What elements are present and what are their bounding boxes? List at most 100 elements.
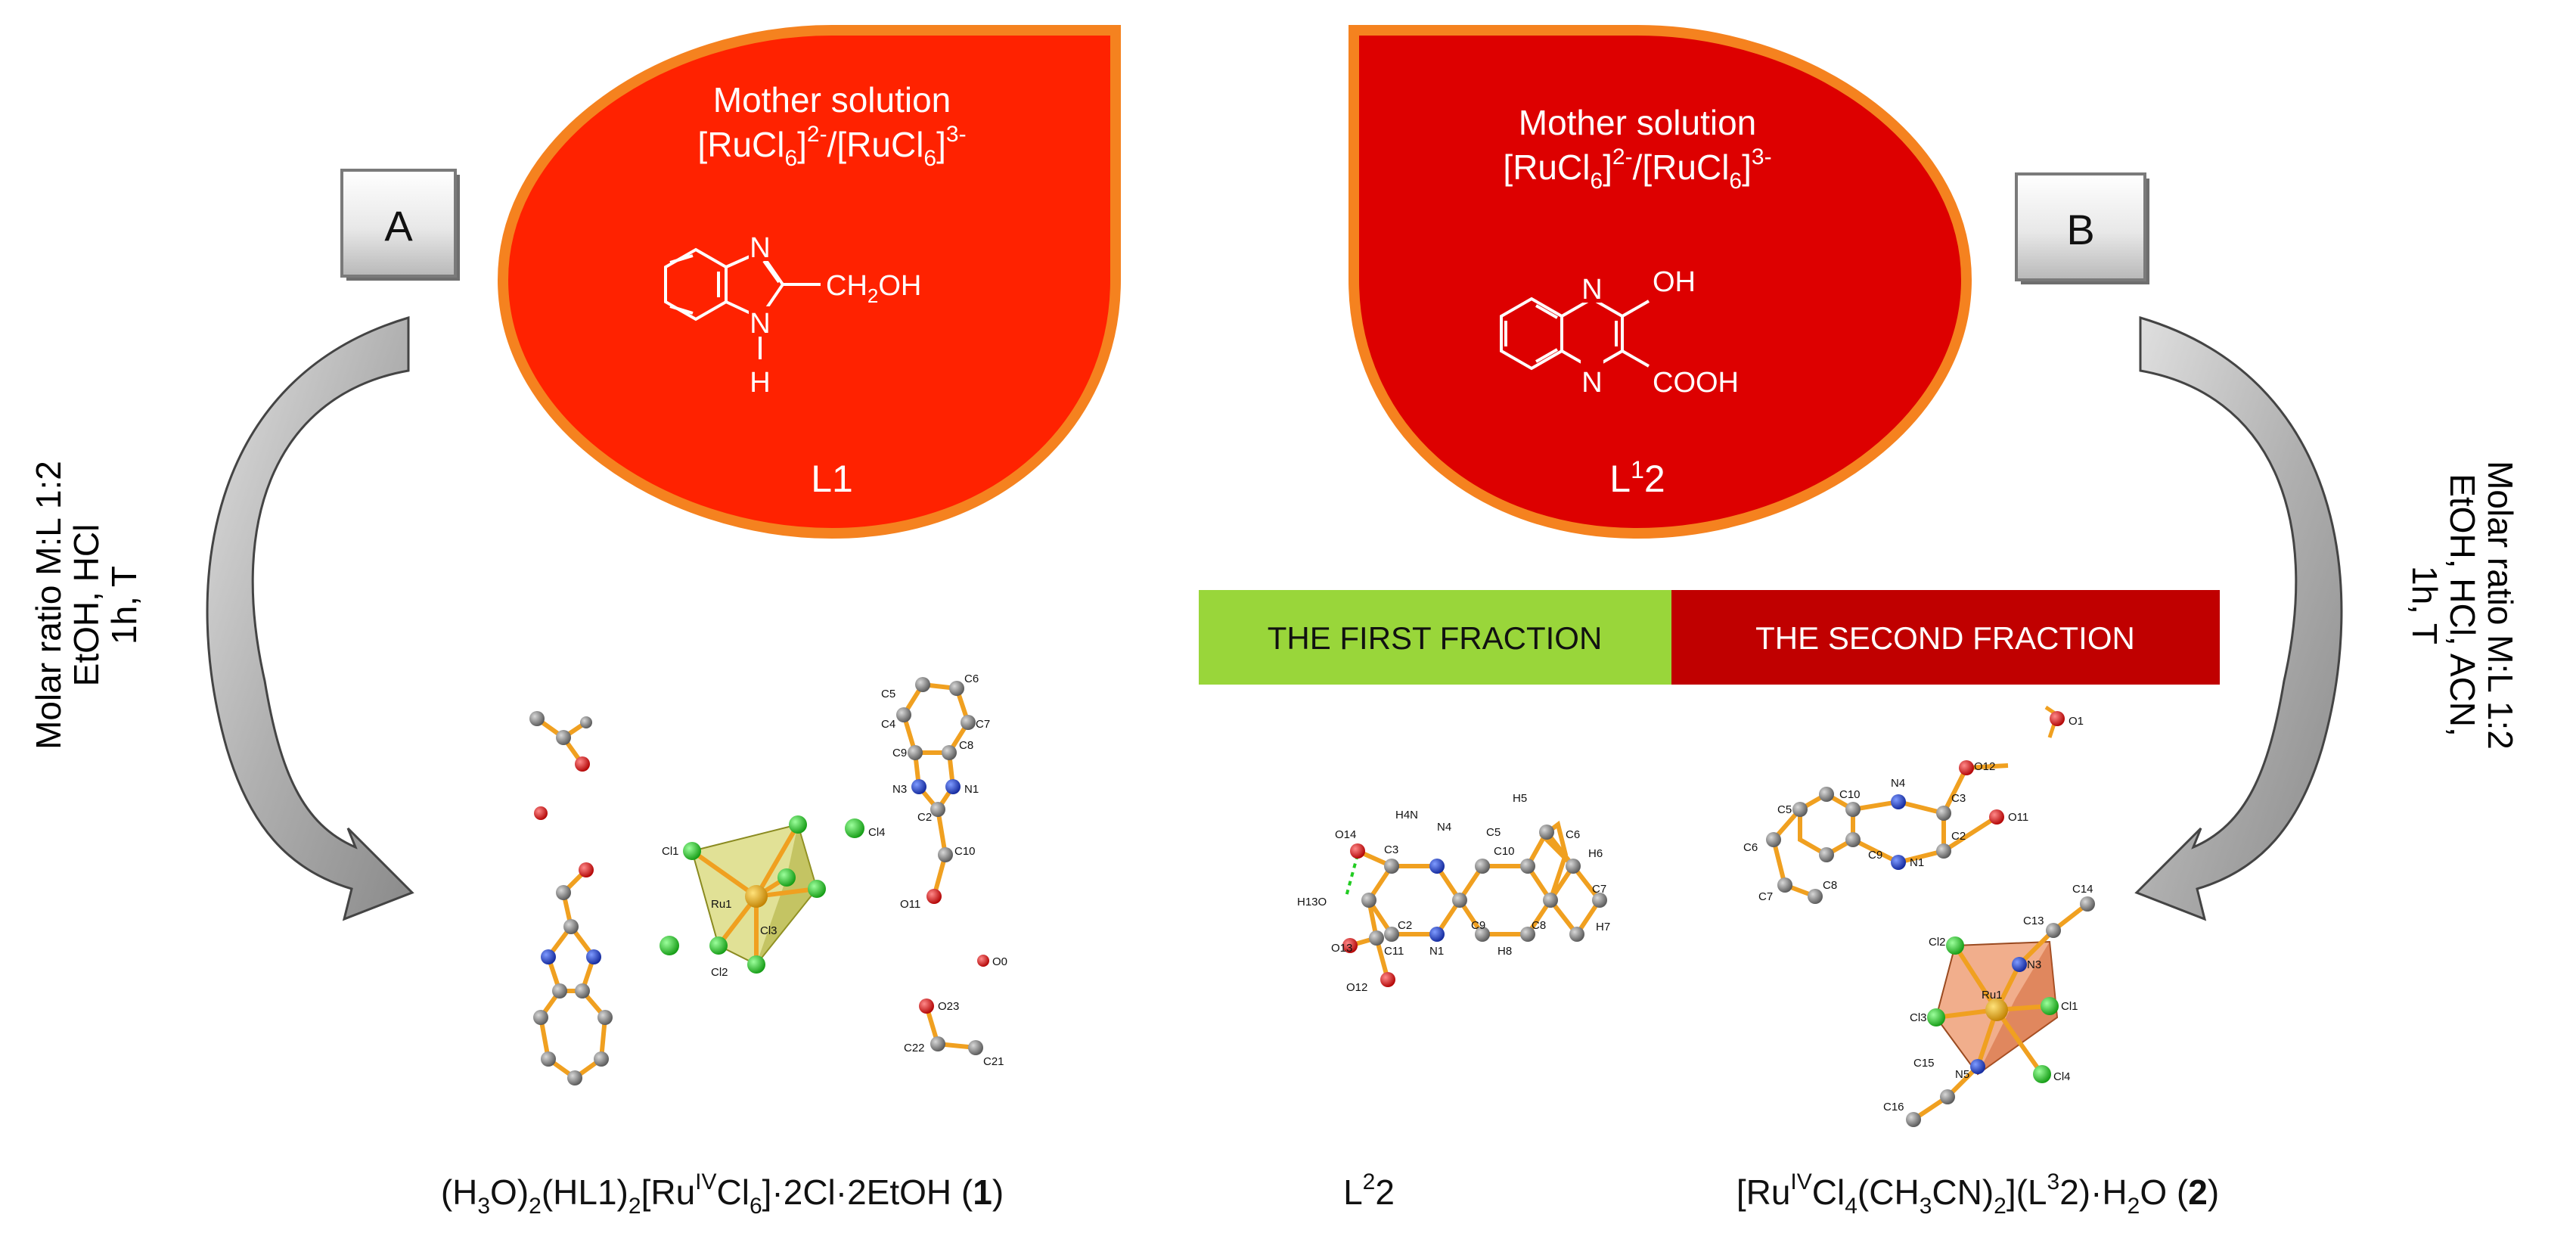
l1-atom-n-lower: N <box>750 308 770 340</box>
conditions-a: Molar ratio M:L 1:2 EtOH, HCl 1h, T <box>29 461 144 750</box>
fraction-1-label: THE FIRST FRACTION <box>1268 620 1603 656</box>
l22-label: N1 <box>1429 945 1444 958</box>
c1-label: C4 <box>881 718 895 731</box>
conditions-b-line-2: EtOH, HCl, ACN, <box>2443 474 2482 737</box>
c1-label: O0 <box>992 955 1007 968</box>
c2-label: Ru1 <box>1982 989 2003 1002</box>
l1-atom-n-upper: N <box>750 232 770 264</box>
crystal-structure-2: O1 O12 N4 C3 O11 C10 C2 C5 N1 C9 C6 C7 C… <box>1743 705 2095 1127</box>
c2-label: C14 <box>2072 883 2093 896</box>
fraction-2-box <box>1671 590 2220 685</box>
box-b-label: B <box>2066 206 2094 253</box>
l22-label: C10 <box>1494 845 1515 858</box>
l22-label: C3 <box>1384 843 1398 856</box>
mother-solution-drop-a <box>497 25 1121 539</box>
l22-label: H4N <box>1395 809 1418 821</box>
c2-label: Cl4 <box>2053 1070 2071 1083</box>
c1-label: C21 <box>983 1055 1004 1068</box>
l22-label: H5 <box>1513 792 1527 805</box>
ligand-l1-label: L1 <box>811 458 853 500</box>
l12-atom-n-upper: N <box>1581 274 1602 306</box>
l22-label: H7 <box>1596 921 1610 933</box>
c2-label: C3 <box>1951 792 1966 805</box>
l22-label: O12 <box>1346 981 1367 994</box>
product-1-caption: (H3O)2(HL1)2[RuIVCl6]·2Cl·2EtOH (1) <box>441 1169 1004 1219</box>
conditions-a-line-1: Molar ratio M:L 1:2 <box>29 461 68 750</box>
l22-label: C2 <box>1398 919 1412 932</box>
c1-label: O23 <box>938 1000 959 1013</box>
l22-label: H6 <box>1588 847 1603 860</box>
c1-label: Cl4 <box>868 826 886 839</box>
l22-label: N4 <box>1437 821 1451 834</box>
box-a: A <box>340 169 460 281</box>
crystal-structure-l22: O14 C3 H4N N4 C5 H5 C10 C6 H6 H13O C7 H7… <box>1297 792 1610 994</box>
c2-label: O12 <box>1974 760 1995 773</box>
conditions-a-line-2: EtOH, HCl <box>67 524 106 687</box>
c1-label: Cl1 <box>662 845 679 858</box>
conditions-b: Molar ratio M:L 1:2 EtOH, HCl, ACN, 1h, … <box>2405 461 2520 750</box>
c2-label: C8 <box>1823 879 1837 892</box>
c2-label: C5 <box>1777 803 1792 816</box>
product-2-caption: [RuIVCl4(CH3CN)2](L32)·H2O (2) <box>1736 1169 2219 1219</box>
conditions-b-line-3: 1h, T <box>2405 566 2444 644</box>
c1-label: C6 <box>964 672 979 685</box>
c2-label: Cl1 <box>2061 1000 2078 1013</box>
ligand-l12-structure <box>1500 297 1650 371</box>
c2-label: Cl3 <box>1910 1011 1927 1024</box>
c2-label: N3 <box>2027 958 2041 971</box>
ligand-l1-atom-labels: N N H CH2OH <box>749 231 921 399</box>
c1-label: C22 <box>904 1042 925 1054</box>
c1-label: Cl2 <box>711 966 728 979</box>
ligand-l12-label: L12 <box>1609 456 1665 500</box>
c2-label: C6 <box>1743 841 1758 854</box>
l12-atom-cooh: COOH <box>1653 367 1739 399</box>
c1-label: C5 <box>881 688 895 700</box>
ligand-l12-atom-labels: N OH N COOH <box>1581 266 1739 399</box>
curved-arrow-right <box>2134 315 2343 921</box>
l22-label: C7 <box>1592 883 1606 896</box>
l1-atom-h: H <box>750 367 770 399</box>
fraction-1-box <box>1199 590 1671 685</box>
fraction-2-label: THE SECOND FRACTION <box>1755 620 2135 656</box>
fraction-banner: THE FIRST FRACTION THE SECOND FRACTION <box>1199 590 2220 685</box>
c2-label: N4 <box>1891 777 1905 790</box>
l12-atom-n-lower: N <box>1581 367 1602 399</box>
c1-label: C7 <box>976 718 990 731</box>
l22-label: H13O <box>1297 896 1327 908</box>
c1-label: C8 <box>959 739 973 752</box>
c2-label: C15 <box>1913 1057 1935 1070</box>
l22-label: H8 <box>1497 945 1512 958</box>
c2-label: C7 <box>1758 890 1773 903</box>
c2-label: C9 <box>1868 849 1882 862</box>
c2-label: O11 <box>2008 811 2028 824</box>
box-b: B <box>2015 172 2149 284</box>
c1-label: Ru1 <box>711 898 732 911</box>
c2-label: O1 <box>2069 715 2084 728</box>
l22-label: C6 <box>1566 828 1580 841</box>
c1-label: C10 <box>954 845 976 858</box>
c2-label: C2 <box>1951 830 1966 843</box>
conditions-a-line-3: 1h, T <box>104 566 144 644</box>
l22-label: O14 <box>1335 828 1356 841</box>
drop-a-species: [RuCl6]2-/[RuCl6]3- <box>697 122 966 171</box>
c2-label: N5 <box>1955 1068 1969 1081</box>
product-l22-caption: L22 <box>1343 1169 1395 1212</box>
c1-label: Cl3 <box>760 924 777 937</box>
l12-atom-oh: OH <box>1653 266 1696 298</box>
drop-a-title: Mother solution <box>713 80 951 120</box>
l22-label: C9 <box>1471 919 1485 932</box>
l22-label: C11 <box>1384 945 1404 958</box>
drop-b-title: Mother solution <box>1519 103 1757 142</box>
c2-label: C16 <box>1883 1101 1904 1113</box>
mother-solution-drop-b <box>1349 25 1972 539</box>
conditions-b-line-1: Molar ratio M:L 1:2 <box>2481 461 2520 750</box>
c1-label: C9 <box>892 747 907 759</box>
c1-label: O11 <box>900 898 920 911</box>
box-a-label: A <box>384 202 413 250</box>
c1-label: N1 <box>964 783 979 796</box>
l22-label: O13 <box>1331 942 1352 955</box>
l22-label: C8 <box>1532 919 1546 932</box>
curved-arrow-left <box>206 315 414 921</box>
l22-label: C5 <box>1486 826 1501 839</box>
